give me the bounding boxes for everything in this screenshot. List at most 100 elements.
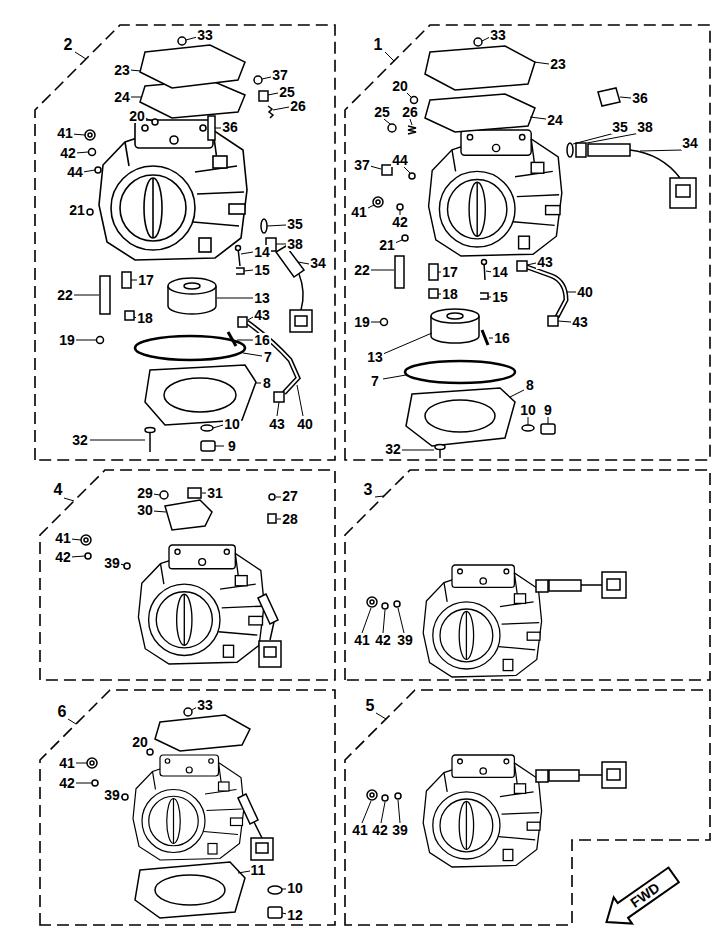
callout-number: 42 (371, 823, 389, 837)
line-art (122, 272, 131, 288)
callout-number: 18 (441, 287, 459, 301)
callout-number: 36 (631, 91, 649, 105)
group-leader-line (375, 496, 384, 497)
callout-number: 37 (271, 68, 289, 82)
line-art (270, 622, 274, 640)
line-art (236, 246, 241, 251)
line-art (125, 311, 134, 320)
line-art (140, 45, 245, 88)
group-number: 5 (365, 698, 376, 714)
line-art (155, 715, 250, 751)
callout-number: 10 (286, 881, 304, 895)
dashed-outline-path (345, 690, 710, 925)
line-art (482, 260, 487, 265)
line-art (602, 572, 626, 598)
callout-number: 39 (103, 788, 121, 802)
callout-number: 28 (281, 512, 299, 526)
callout-number: 24 (113, 90, 131, 104)
dashed-outline-path (345, 470, 710, 680)
line-art (84, 538, 88, 542)
line-art (597, 862, 683, 935)
line-art (588, 144, 630, 156)
line-art (258, 594, 278, 624)
callout-number: 21 (68, 203, 86, 217)
line-art (269, 494, 275, 500)
line-art (268, 106, 273, 118)
line-art (254, 822, 262, 838)
callout-number: 27 (281, 489, 299, 503)
line-art (409, 173, 415, 179)
callout-number: 15 (491, 290, 509, 304)
dashed-outline-path (40, 690, 335, 925)
callout-number: 31 (206, 486, 224, 500)
group-number: 3 (363, 482, 374, 498)
dashed-outline-path (345, 25, 710, 460)
callout-number: 10 (519, 403, 537, 417)
line-art (95, 167, 101, 173)
direction-label: FWD (627, 880, 663, 911)
line-art (71, 493, 282, 565)
dashed-outline-path (40, 470, 335, 680)
callout-number: 43 (571, 315, 589, 329)
line-art (366, 37, 682, 450)
line-art (133, 755, 244, 860)
line-art (576, 143, 586, 157)
callout-number: 32 (384, 442, 402, 456)
group-number: 6 (57, 704, 68, 720)
line-art (87, 758, 97, 768)
line-art (367, 755, 626, 867)
callout-number: 39 (396, 633, 414, 647)
line-art (100, 276, 110, 314)
callout-number: 11 (250, 863, 267, 877)
group-leader-line (64, 498, 74, 501)
line-art (138, 545, 264, 664)
line-art (97, 337, 104, 344)
line-art (370, 793, 374, 797)
callout-number: 43 (536, 255, 554, 269)
callout-number: 40 (296, 417, 314, 431)
line-art (362, 800, 400, 823)
group-number: 1 (373, 37, 384, 53)
line-art (381, 319, 388, 326)
line-art (527, 267, 566, 317)
line-art (362, 608, 404, 633)
line-art (474, 38, 482, 46)
callout-number: 21 (378, 238, 396, 252)
line-art (135, 336, 245, 360)
line-art (405, 361, 515, 383)
line-art (597, 862, 683, 935)
line-art (607, 769, 620, 780)
callout-number: 19 (58, 333, 76, 347)
callout-number: 35 (286, 217, 304, 231)
line-art (425, 94, 535, 132)
line-art (402, 235, 408, 241)
line-art (135, 862, 245, 918)
line-art (184, 708, 192, 716)
line-art (630, 150, 680, 178)
line-art (541, 424, 555, 434)
line-art (370, 600, 374, 604)
callout-number: 7 (370, 374, 380, 388)
line-art (168, 278, 216, 294)
line-art (85, 553, 91, 559)
line-art (423, 565, 541, 677)
line-art (517, 261, 527, 271)
line-art (527, 267, 566, 317)
line-art (411, 97, 418, 104)
group-leader-line (385, 52, 394, 61)
line-art (581, 584, 602, 586)
line-art (72, 37, 309, 446)
line-art (201, 425, 213, 431)
line-art (75, 707, 287, 914)
group-leader-line (376, 713, 386, 719)
line-art (92, 780, 98, 786)
callout-number: 22 (353, 263, 371, 277)
callout-number: 41 (54, 531, 72, 545)
line-art (425, 46, 535, 90)
callout-number: 39 (391, 823, 409, 837)
group-leader-line (75, 52, 86, 59)
group-leader-line (68, 719, 76, 724)
callout-number: 16 (253, 333, 271, 347)
line-art (81, 488, 281, 667)
line-art (236, 268, 244, 274)
